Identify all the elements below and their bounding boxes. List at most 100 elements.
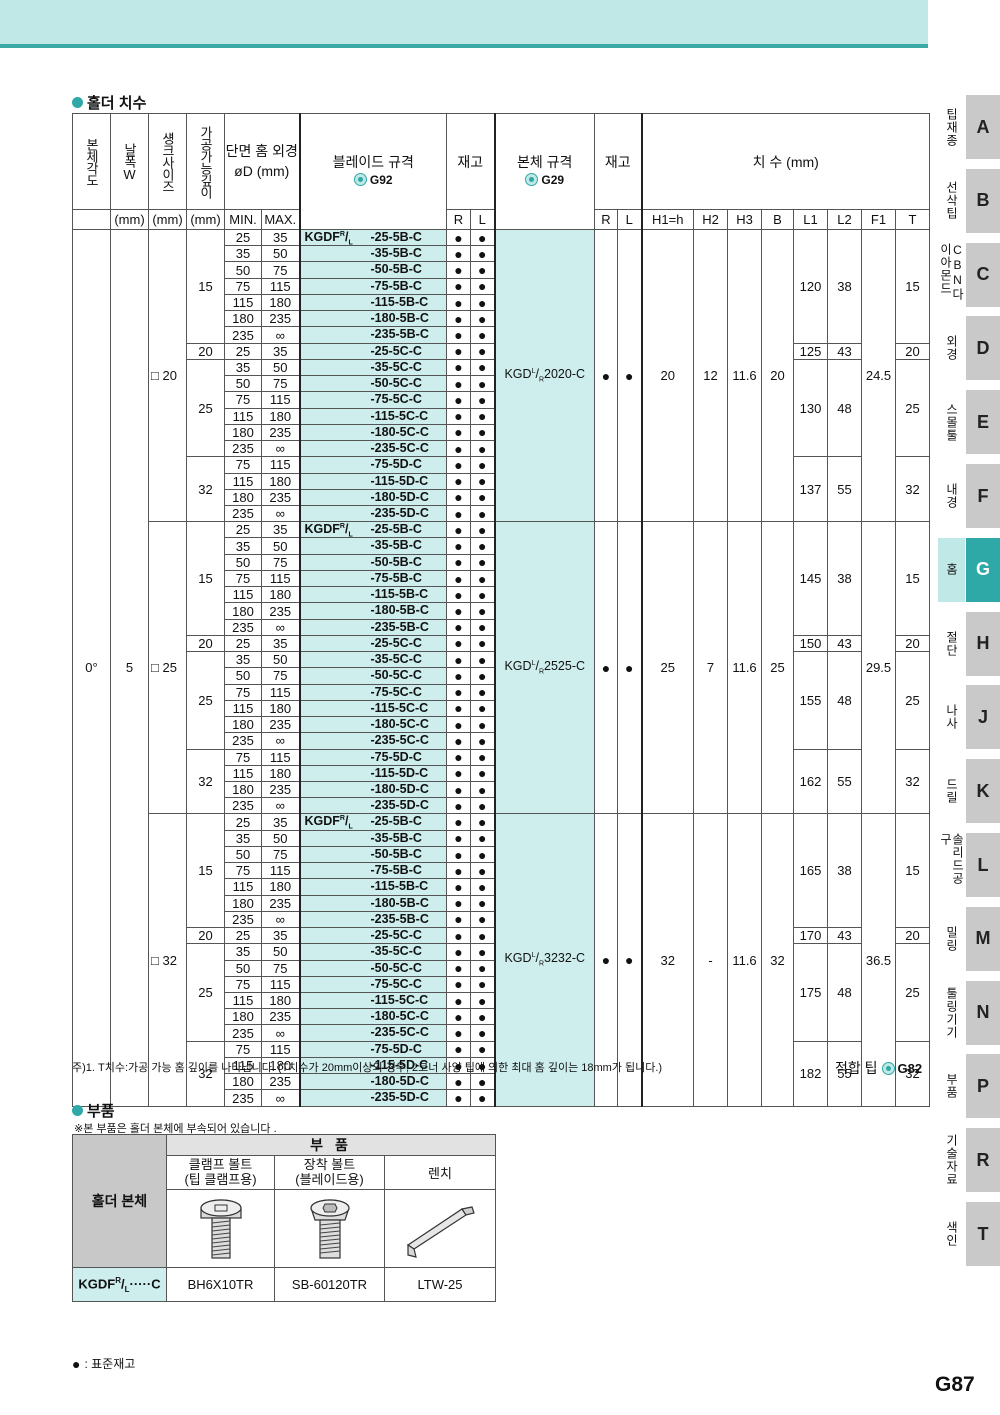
diameter-max: 235 bbox=[261, 310, 300, 328]
blade-code: KGDFR/L-25-5B-C bbox=[298, 521, 447, 539]
diameter-max: 180 bbox=[261, 472, 300, 490]
stock-l: ● bbox=[470, 293, 495, 312]
diameter-min: 25 bbox=[224, 927, 262, 945]
diameter-max: ∞ bbox=[261, 326, 300, 344]
unit-width: (mm) bbox=[110, 209, 149, 230]
section-title-parts: 부품 bbox=[72, 1100, 115, 1121]
blade-code: -235-5C-C bbox=[298, 440, 447, 458]
diameter-max: 35 bbox=[261, 813, 300, 831]
stock-r: ● bbox=[446, 391, 471, 409]
diameter-max: ∞ bbox=[261, 618, 300, 636]
dim-l2: 48 bbox=[827, 651, 862, 750]
diameter-min: 180 bbox=[224, 423, 262, 442]
diameter-min: 115 bbox=[224, 992, 262, 1010]
sidebar-item-letter: F bbox=[966, 464, 1000, 528]
stock-r: ● bbox=[446, 862, 471, 880]
header-shank: 섕크사이즈 bbox=[148, 113, 187, 210]
stock-l: ● bbox=[470, 277, 495, 295]
diameter-max: 50 bbox=[261, 537, 300, 555]
diameter-min: 180 bbox=[224, 602, 262, 620]
stock-r: ● bbox=[446, 699, 471, 718]
stock-r: ● bbox=[446, 845, 471, 864]
diameter-min: 75 bbox=[224, 1040, 262, 1058]
stock-l: ● bbox=[470, 537, 495, 555]
blade-code: KGDFR/L-25-5B-C bbox=[298, 813, 447, 831]
stock-l: ● bbox=[470, 667, 495, 685]
wrench-header: 렌치 bbox=[384, 1155, 496, 1190]
dim-t: 32 bbox=[895, 748, 930, 815]
stock-l: ● bbox=[470, 992, 495, 1010]
stock-r: ● bbox=[446, 975, 471, 994]
diameter-max: 50 bbox=[261, 358, 300, 377]
blade-code: -115-5B-C bbox=[298, 878, 447, 896]
stock-r: ● bbox=[446, 910, 471, 929]
diameter-min: 25 bbox=[224, 634, 262, 653]
table-row: 235∞-235-5C-C●● bbox=[73, 440, 930, 458]
stock-l: ● bbox=[470, 553, 495, 571]
page-ref-g92[interactable]: G92 bbox=[353, 173, 393, 186]
stock-r: ● bbox=[446, 440, 471, 458]
table-row: 235∞-235-5D-C●● bbox=[73, 1089, 930, 1107]
diameter-min: 25 bbox=[224, 228, 262, 247]
wrench-image bbox=[384, 1189, 496, 1268]
blade-code: -115-5C-C bbox=[298, 699, 447, 718]
table-row: 235∞-235-5B-C●● bbox=[73, 618, 930, 636]
stock-r: ● bbox=[446, 927, 471, 945]
body-code: KGDL/R2020-C bbox=[493, 228, 595, 523]
dim-h2: 12 bbox=[693, 228, 728, 523]
sidebar-item-label: 팁재종 bbox=[938, 95, 965, 159]
body-code: KGDL/R3232-C bbox=[493, 813, 595, 1107]
stock-r: ● bbox=[446, 293, 471, 312]
dim-l1: 165 bbox=[793, 813, 828, 929]
blade-code: -235-5B-C bbox=[298, 326, 447, 344]
table-row: 235∞-235-5D-C●● bbox=[73, 797, 930, 815]
stock-l: ● bbox=[470, 927, 495, 945]
dim-l2: 43 bbox=[827, 342, 862, 360]
header-l: L bbox=[617, 209, 642, 230]
page-ref-g29[interactable]: G29 bbox=[525, 173, 564, 186]
fit-tip: 적합 팁 G82 bbox=[835, 1060, 923, 1076]
diameter-min: 75 bbox=[224, 748, 262, 766]
page-ref-g82[interactable]: G82 bbox=[881, 1061, 922, 1076]
dim-h3: 11.6 bbox=[727, 813, 762, 1107]
stock-r: ● bbox=[446, 1073, 471, 1091]
blade-code: -180-5B-C bbox=[298, 602, 447, 620]
dim-l2: 38 bbox=[827, 229, 862, 344]
table-row: 235∞-235-5B-C●● bbox=[73, 910, 930, 929]
blade-code: -115-5D-C bbox=[298, 472, 447, 490]
dim-t: 25 bbox=[895, 651, 930, 750]
dim-l1: 130 bbox=[793, 358, 828, 458]
dim-t: 15 bbox=[895, 521, 930, 636]
diameter-max: 75 bbox=[261, 375, 300, 393]
diameter-max: 115 bbox=[261, 1040, 300, 1058]
stock-r: ● bbox=[446, 813, 471, 831]
stock-l: ● bbox=[470, 813, 495, 831]
stock-r: ● bbox=[446, 423, 471, 442]
sidebar-item-letter: B bbox=[966, 168, 1000, 233]
blade-code: -115-5B-C bbox=[298, 293, 447, 312]
page-ref-icon bbox=[881, 1061, 895, 1075]
stock-l: ● bbox=[470, 472, 495, 490]
sidebar-item-letter: R bbox=[966, 1128, 1000, 1193]
